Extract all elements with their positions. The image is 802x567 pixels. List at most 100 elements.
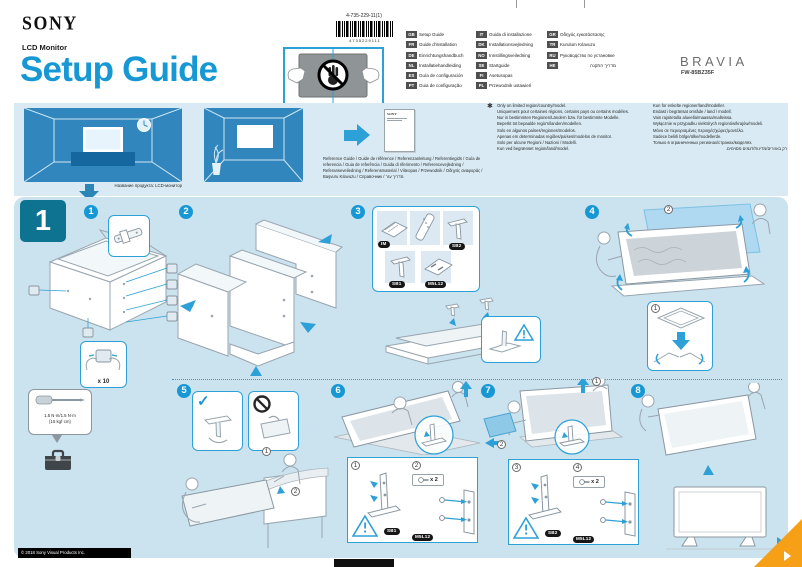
joint-piece-icon [113,228,143,244]
language-row: HE מדריך התקנה [547,57,616,69]
pinch-warning-icon [513,516,539,539]
language-code-badge: PT [406,82,417,90]
correct-handling-inset: ✓ [192,391,243,451]
model-number: FW-85BZ35F [681,70,715,76]
copyright-notice: © 2018 Sony Visual Products Inc. [18,548,131,558]
language-code-badge: RU [547,51,558,59]
language-label: Installationsvejledning [489,42,534,48]
screw-icon [418,477,429,483]
screw-count-label: x 2 [430,477,438,483]
regional-note-col1: Only on limited region/country/model. Un… [497,103,629,152]
screw-count-chip: x 2 [573,476,605,488]
accessories-icons [377,211,473,283]
language-label: Guide d'installation [419,42,457,48]
print-mark [334,559,394,567]
stand-slot-detail-inset [481,316,541,363]
product-type-label: LCD Monitor [22,43,67,52]
note-line: Nur in bestimmten Regionen/Ländern bzw. … [497,115,620,121]
section-number-badge: 1 [20,200,66,242]
clip-removal-inset: x 10 [80,341,127,388]
torque-note-bubble: 1.5 N·m/1.5 N·m {15 kgf·cm} [28,389,92,435]
substep-sheet-marker: 2 [664,205,673,214]
language-label: Innstillingsveiledning [489,52,531,58]
regional-note-col2: Kun for enkelte regioner/land/modeller. … [653,103,787,152]
step-2-marker: 2 [179,205,193,219]
unboxing-clips-illustration [28,229,178,338]
page-title: Setup Guide [20,50,218,89]
substep-7a-marker: 3 [512,463,521,472]
asterisk-marker: ✱ [487,103,493,110]
language-code-badge: HE [547,61,558,69]
reference-guide-caption: Reference Guide / Guide de référence / R… [323,156,483,179]
step-7-marker: 7 [481,384,495,398]
language-label: Guida di installazione [489,32,532,38]
leg-attach-detail [528,474,562,520]
note-line: Uniquement pour certaines régions, certa… [497,109,629,115]
screw-fasten-detail [600,491,636,537]
step-4-marker: 4 [585,205,599,219]
language-label: מדריך התקנה [590,62,616,68]
room-table-illustration [23,107,183,183]
note-line: Kun ved begrænset region/land/model. [497,146,570,152]
note-line: Μόνο σε περιορισμένες περιοχές/χώρες/μον… [653,127,745,133]
part-label-pouch: IM [378,241,390,248]
step-3-marker: 3 [351,205,365,219]
torque-value-alt: {15 kgf·cm} [49,418,71,424]
step7-detail-box: 3 4 x 2 SB2 M5L12 [508,459,639,545]
substep-5a-marker: 1 [262,447,271,456]
language-code-badge: DK [476,41,487,49]
screw-icon [579,479,590,485]
stand-slot-detail [488,323,535,353]
tilt-attach-illustration-1 [333,381,481,455]
sony-logo: SONY [22,12,78,34]
language-label: Guia de configuração [419,83,462,89]
part-label-leg-right: SB2 [449,243,465,250]
note-line: Только в ограниченных регионах/странах/м… [653,139,753,145]
prohibition-icon [253,395,271,413]
crop-mark [516,0,517,8]
language-code-badge: DE [406,51,417,59]
barcode-digits: 4735229111 [349,38,381,43]
reference-guide-brand: SONY [387,112,397,116]
corner-protector-inset [647,301,713,371]
accessories-inset: IM SB2 SB1 M5L12 [372,206,480,292]
screw-count-chip: x 2 [412,474,444,486]
note-line: Only on limited region/country/model. [497,103,567,108]
part-label-leg-left: SB1 [389,281,405,288]
language-label: Asetusopas [489,73,513,79]
down-arrow [85,184,94,191]
note-line: Solo en algunos países/regiones/modelos. [497,127,576,133]
screw-count-label: x 2 [591,479,599,485]
sheet-removal-illustration [596,203,771,297]
no-touch-icon [287,49,380,103]
language-label: Przewodnik ustawień [489,83,532,89]
language-code-badge: PL [476,82,487,90]
note-line: Endast i begränsat område / land / model… [653,109,732,115]
check-icon: ✓ [197,393,210,410]
language-code-badge: ES [406,72,417,80]
language-code-badge: FR [406,41,417,49]
language-code-badge: NO [476,51,487,59]
note-line: רק באזורים/מדינות/דגמים מסוימים. [725,146,787,152]
doc-line [387,117,407,119]
product-name-caption: Название продукта: LCD-монитор [114,183,182,188]
substep-7b-marker: 4 [573,463,582,472]
note-line: Beperkt tot bepaalde regio's/landen/mode… [497,121,583,127]
language-label: Guía de configuración [419,73,464,79]
part-label-m5l12: M5L12 [573,536,595,543]
part-label-m5l12: M5L12 [412,534,434,541]
language-code-badge: NL [406,61,417,69]
crop-mark [584,0,585,8]
room-panel-wall [203,107,304,183]
language-label: Руководство по установке [560,52,615,58]
language-label: Installatiehandleiding [419,62,462,68]
